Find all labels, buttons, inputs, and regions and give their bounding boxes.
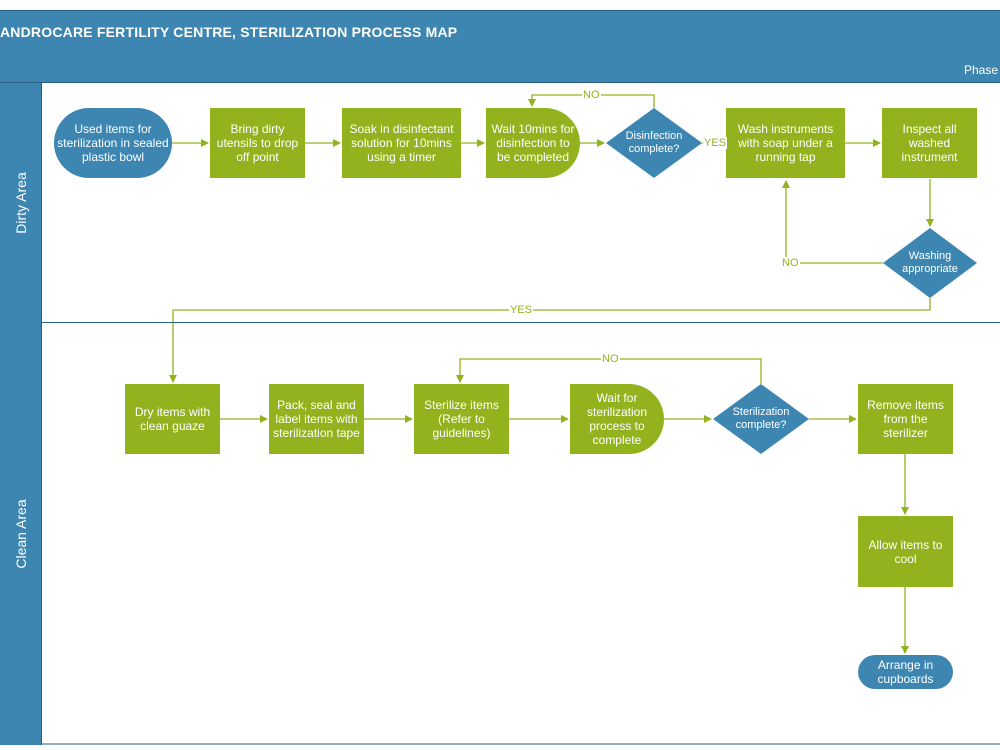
lane-label-dirty: Dirty Area [12, 172, 29, 234]
edge-label-washing-no: NO [781, 257, 800, 269]
lane-divider [41, 322, 1000, 323]
sterilization-decision-shape [713, 384, 809, 454]
edge-label-sterilization-no: NO [601, 353, 620, 365]
node-disinfection-complete: Disinfection complete? [625, 130, 683, 155]
node-sterilization-complete: Sterilization complete? [732, 406, 790, 431]
node-dry: Dry items with clean guaze [125, 384, 220, 454]
page-title: ANDROCARE FERTILITY CENTRE, STERILIZATIO… [0, 24, 458, 40]
edge-label-disinfection-no: NO [582, 89, 601, 101]
node-sterilize: Sterilize items (Refer to guidelines) [414, 384, 509, 454]
lane-header-dirty: Dirty Area [0, 83, 42, 323]
phase-label: Phase [963, 63, 998, 77]
node-arrange: Arrange in cupboards [858, 655, 953, 689]
node-used-items: Used items for sterilization in sealed p… [54, 108, 172, 178]
node-pack: Pack, seal and label items with steriliz… [269, 384, 364, 454]
node-wait-disinfection: Wait 10mins for disinfection to be compl… [486, 108, 580, 178]
lane-header-clean: Clean Area [0, 323, 42, 745]
node-bring-utensils: Bring dirty utensils to drop off point [210, 108, 305, 178]
node-wash: Wash instruments with soap under a runni… [726, 108, 845, 178]
edge-label-disinfection-yes: YES [703, 137, 728, 149]
node-inspect: Inspect all washed instrument [882, 108, 977, 178]
node-soak: Soak in disinfectant solution for 10mins… [342, 108, 461, 178]
lane-label-clean: Clean Area [12, 499, 29, 569]
node-wait-sterilization: Wait for sterilization process to comple… [570, 384, 664, 454]
disinfection-decision-shape [606, 108, 702, 178]
node-cool: Allow items to cool [858, 516, 953, 587]
phase-bar: Phase [0, 59, 1000, 83]
node-washing-appropriate: Washing appropriate [902, 250, 958, 275]
title-bar: ANDROCARE FERTILITY CENTRE, STERILIZATIO… [0, 10, 1000, 60]
connector-washing-yes [169, 298, 931, 383]
edge-label-washing-yes: YES [509, 304, 534, 316]
connector-washing-no [782, 180, 883, 264]
node-remove: Remove items from the sterilizer [858, 384, 953, 454]
washing-decision-shape [883, 228, 977, 298]
